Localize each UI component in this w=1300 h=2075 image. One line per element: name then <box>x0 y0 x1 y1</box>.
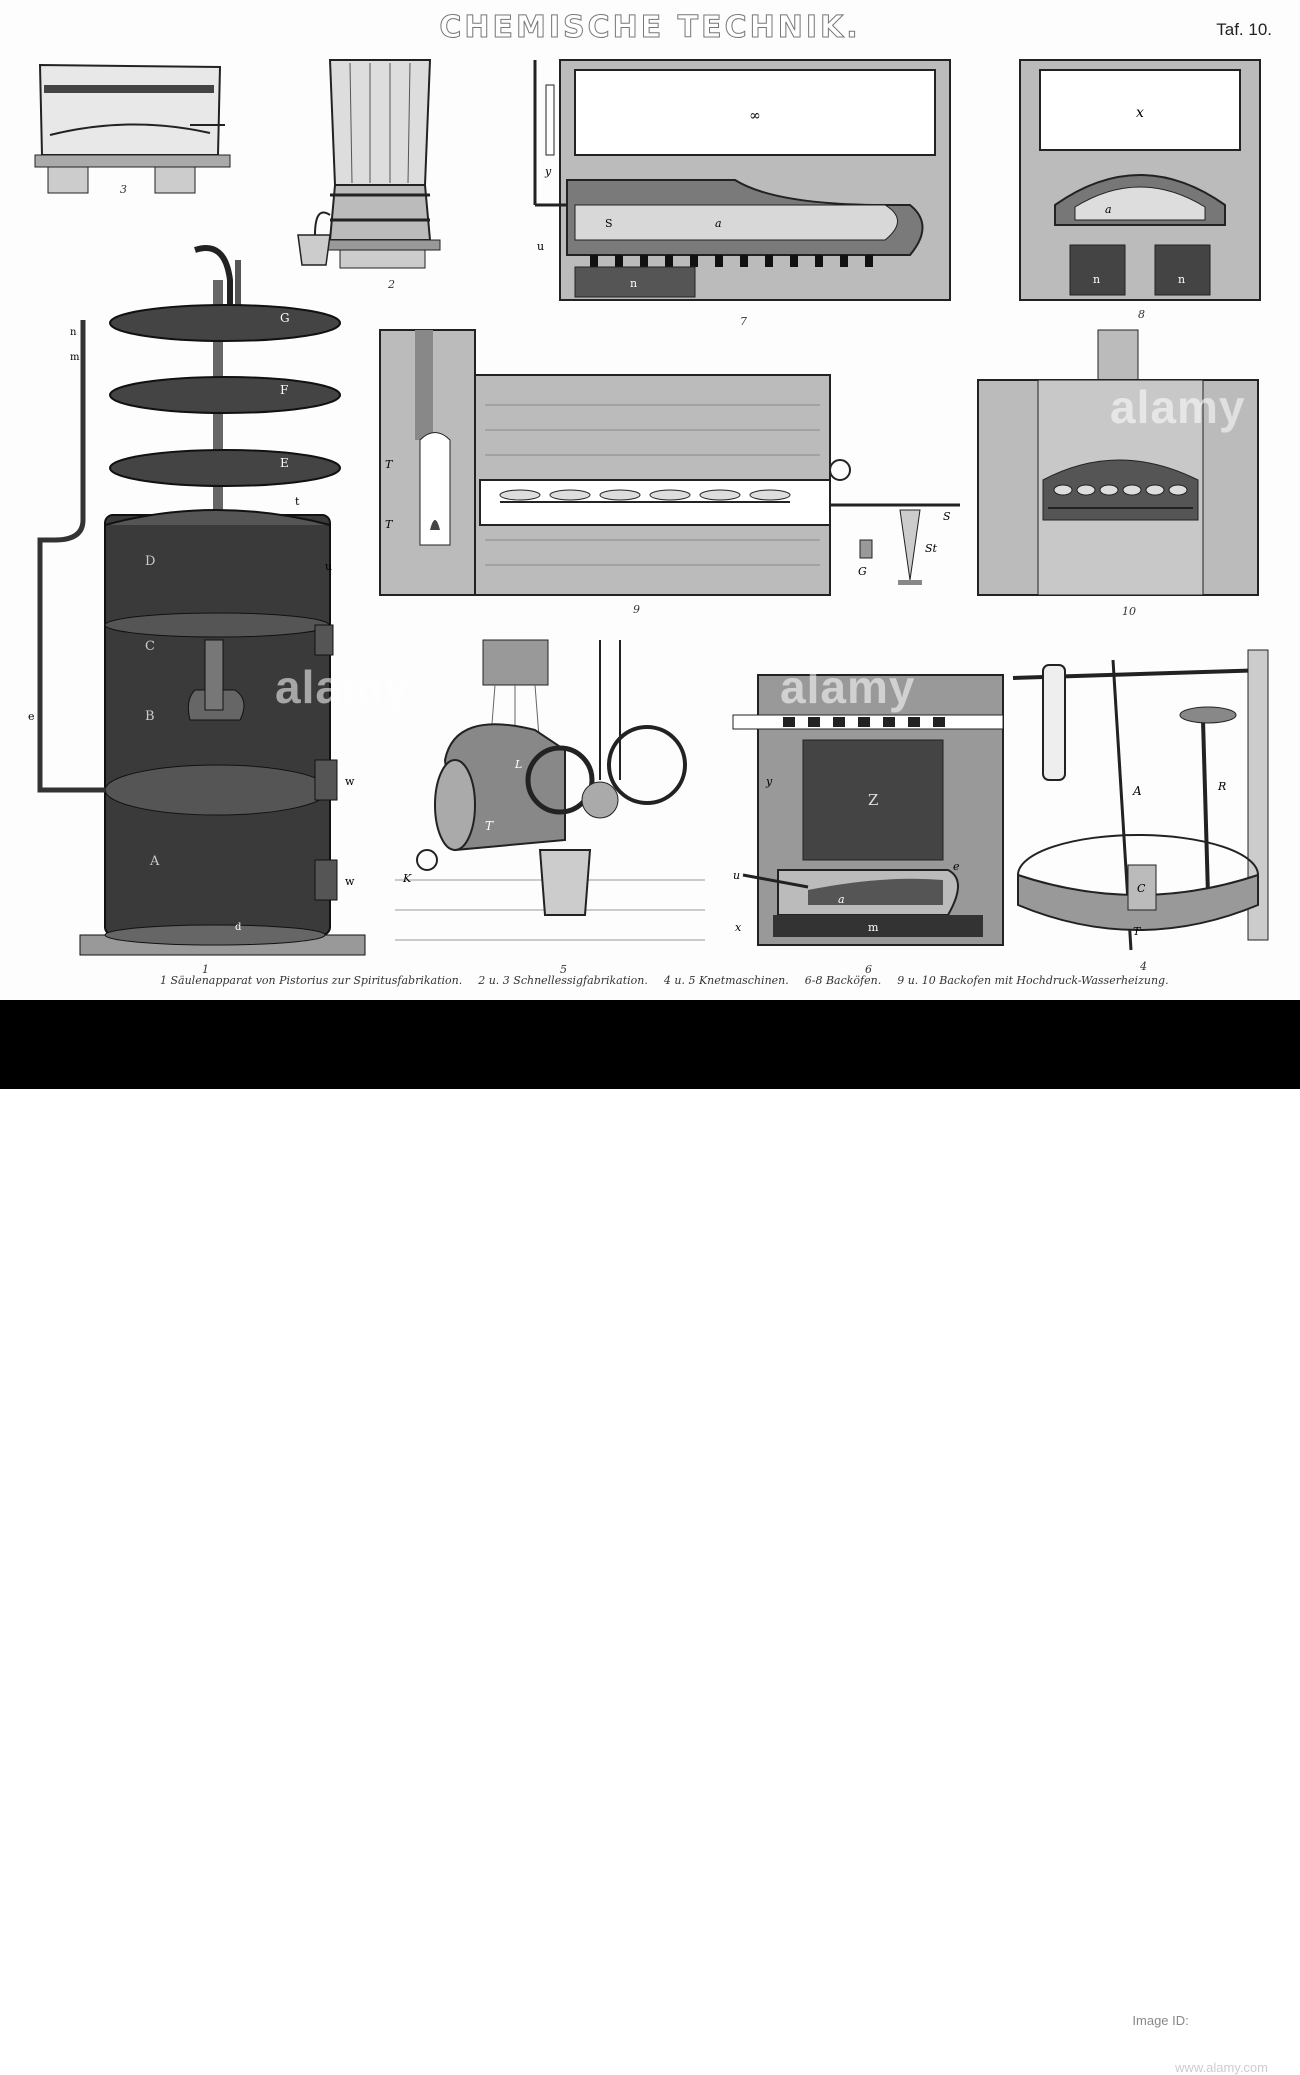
fig9-oven: T T G St S <box>379 329 960 596</box>
fig1-label-e: E <box>280 456 289 470</box>
fig1-label-c: C <box>145 639 155 654</box>
fig8-number: 8 <box>1138 308 1145 321</box>
fig9-number: 9 <box>633 603 640 616</box>
fig8-oven: x a n n <box>1019 59 1261 301</box>
fig1-label-b: B <box>145 709 155 724</box>
fig5-label-l: L <box>514 758 522 771</box>
fig7-label-n: n <box>630 277 637 290</box>
plate-captions: 1 Säulenapparat von Pistorius zur Spirit… <box>160 974 1169 987</box>
fig1-label-u: u <box>325 560 332 573</box>
alamy-url: www.alamy.com <box>1175 2060 1268 2075</box>
engraving-plate: CHEMISCHE TECHNIK. Taf. 10. 3 2 ∞ <box>0 0 1300 1000</box>
image-id: Image ID: D2DY90 <box>1132 2008 1268 2031</box>
fig8-label-a: a <box>1105 203 1112 216</box>
fig7-oven: ∞ n S a y u <box>533 59 951 301</box>
fig7-label-u: u <box>537 240 544 253</box>
caption-5: 9 u. 10 Backofen mit Hochdruck-Wasserhei… <box>897 974 1169 987</box>
fig1-label-a: A <box>149 854 160 869</box>
fig5-label-t: T <box>485 819 494 833</box>
fig9-label-g: G <box>858 565 867 578</box>
fig10-number: 10 <box>1122 605 1136 618</box>
fig3-number: 3 <box>120 183 127 196</box>
fig6-label-a: a <box>838 893 845 906</box>
alamy-logo: alamy <box>20 2028 101 2061</box>
fig1-label-w2: w <box>345 875 355 888</box>
fig7-number: 7 <box>740 315 747 328</box>
fig4-number: 4 <box>1140 960 1147 973</box>
fig7-label-inf: ∞ <box>749 108 761 124</box>
fig8-label-n: n <box>1093 273 1100 286</box>
caption-1: 1 Säulenapparat von Pistorius zur Spirit… <box>160 974 463 987</box>
fig1-label-g: G <box>280 311 290 325</box>
fig6-label-x: x <box>735 921 742 934</box>
fig1-column: G F E D C B A w w u t e n m d <box>28 245 366 956</box>
fig5-number: 5 <box>560 963 567 976</box>
fig10-oven <box>977 329 1259 596</box>
fig1-label-d2: d <box>235 922 242 933</box>
fig4-label-c: C <box>1137 882 1146 895</box>
fig7-label-s: S <box>605 217 613 230</box>
fig6-number: 6 <box>865 963 872 976</box>
fig1-label-d: D <box>145 554 155 569</box>
fig1-label-f: F <box>280 383 288 397</box>
caption-3: 4 u. 5 Knetmaschinen. <box>663 974 789 987</box>
fig1-label-n: n <box>70 327 77 338</box>
fig3-vat <box>34 63 231 194</box>
fig1-label-t: t <box>295 495 300 508</box>
fig4-label-r: R <box>1217 780 1226 793</box>
fig9-label-t2: T <box>385 518 394 531</box>
fig6-label-y: y <box>765 775 773 788</box>
fig6-oven: Z a m u y e x <box>732 674 1004 946</box>
fig7-label-a: a <box>715 217 722 230</box>
fig8-label-n2: n <box>1178 273 1185 286</box>
fig4-mixer: A R C T <box>1012 649 1269 951</box>
fig5-label-k: K <box>402 872 412 885</box>
fig9-label-t1: T <box>385 458 394 471</box>
fig1-label-m: m <box>70 352 80 363</box>
fig6-label-z: Z <box>868 791 878 809</box>
image-id-code: D2DY90 <box>1192 2008 1268 2030</box>
fig1-number: 1 <box>202 963 209 976</box>
fig1-label-w: w <box>345 775 355 788</box>
fig6-label-m: m <box>868 921 879 934</box>
fig8-label-x: x <box>1136 105 1144 121</box>
fig2-barrel <box>297 59 441 269</box>
fig9-label-s: S <box>943 510 951 523</box>
plate-number: Taf. 10. <box>1216 20 1272 39</box>
fig6-label-e: e <box>953 860 960 873</box>
fig2-number: 2 <box>388 278 395 291</box>
fig5-kneader: T L K <box>395 639 705 941</box>
fig7-label-y: y <box>544 165 552 178</box>
fig4-label-a: A <box>1132 784 1142 798</box>
fig4-label-t: T <box>1133 925 1142 938</box>
fig6-label-u: u <box>733 869 740 882</box>
plate-title: CHEMISCHE TECHNIK. <box>439 10 861 46</box>
fig1-label-pipe-e: e <box>28 710 35 723</box>
caption-4: 6-8 Backöfen. <box>804 974 882 987</box>
image-id-label: Image ID: <box>1132 2013 1189 2028</box>
fig9-label-st: St <box>925 542 938 555</box>
caption-2: 2 u. 3 Schnellessigfabrikation. <box>478 974 648 987</box>
stock-footer: alamy Image ID: D2DY90 www.alamy.com <box>0 1000 1300 2075</box>
